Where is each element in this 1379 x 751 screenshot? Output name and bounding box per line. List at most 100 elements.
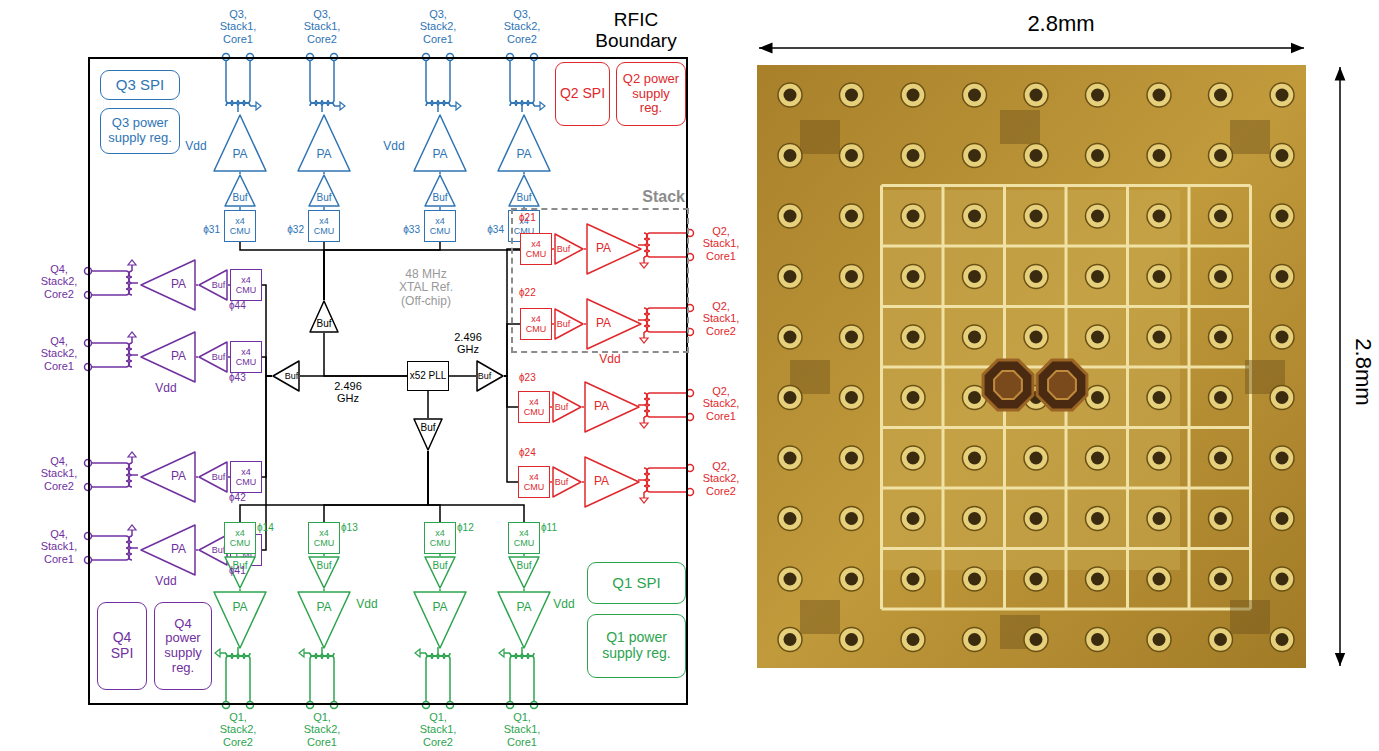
coil (126, 271, 129, 295)
signal-wire (552, 248, 554, 250)
pa-triangle: PA (413, 114, 467, 172)
cmu-box: x4 CMU (520, 233, 552, 265)
phase-label: ϕ21 (519, 212, 545, 223)
wire (131, 337, 133, 343)
wire (131, 457, 133, 463)
signal-wire (439, 589, 441, 591)
port-label: Q2, Stack1, Core2 (698, 300, 744, 337)
signal-wire (584, 248, 586, 250)
wire (92, 462, 126, 464)
block-text: x52 PLL (410, 370, 447, 381)
die-pad (840, 83, 864, 107)
cmu-box: x4 CMU (230, 341, 262, 373)
label-holder: Vdd (381, 140, 407, 153)
signal-wire (439, 172, 441, 174)
die-pad (1024, 83, 1048, 107)
triangle-outline (555, 309, 583, 339)
die-pad (845, 331, 858, 344)
die-pad (1153, 512, 1166, 525)
wire (638, 319, 644, 321)
wire (643, 492, 645, 498)
triangle-outline (498, 115, 550, 171)
die-pad (968, 452, 981, 465)
label-holder: ϕ31 (198, 224, 220, 235)
ground-symbol (128, 452, 136, 457)
wire (249, 61, 251, 100)
die-pad (1030, 89, 1043, 102)
terminal-pad (247, 702, 254, 709)
die-pad (907, 331, 920, 344)
die-pad (1214, 391, 1227, 404)
buffer-triangle: Buf (198, 341, 228, 373)
die-pad (1153, 149, 1166, 162)
block-text: Q2 power supply reg. (620, 72, 682, 116)
buffer-triangle: Buf (309, 300, 339, 333)
die-pad (963, 265, 987, 289)
block-text: x4 CMU (232, 347, 260, 367)
die-pad (968, 573, 981, 586)
triangle-text: PA (232, 148, 247, 161)
signal-wire (324, 451, 428, 522)
label-holder: ϕ43 (229, 372, 255, 383)
die-pad (1214, 573, 1227, 586)
label-holder: ϕ11 (541, 522, 567, 533)
die-inductor (1037, 360, 1087, 410)
signal-wire (504, 376, 518, 482)
transformer-symbol (638, 390, 694, 429)
triangle-text: Buf (316, 192, 331, 203)
die-pad (1270, 446, 1294, 470)
wire (132, 282, 138, 284)
die-pad (901, 265, 925, 289)
coil (226, 656, 250, 659)
pa-triangle: PA (140, 524, 196, 576)
die-pad (1086, 265, 1110, 289)
wire (521, 106, 523, 112)
triangle-text: Buf (478, 371, 492, 381)
triangle-outline (309, 557, 339, 588)
triangle-outline (309, 175, 339, 206)
die-pad (1086, 507, 1110, 531)
ground-symbol (640, 338, 648, 343)
label-holder: ϕ44 (229, 300, 255, 311)
wire (334, 105, 340, 107)
triangle-outline (213, 591, 267, 649)
triangle-outline (141, 452, 195, 502)
die-pad (1270, 325, 1294, 349)
die-pad (1209, 507, 1233, 531)
transformer-symbol (423, 54, 462, 113)
phase-label: ϕ41 (229, 565, 255, 576)
label-holder: ϕ42 (229, 492, 255, 503)
port-label: Q1, Stack2, Core1 (298, 711, 346, 748)
buffer-triangle: Buf (198, 461, 228, 493)
die-pad (784, 149, 797, 162)
triangle-outline (498, 592, 550, 648)
die-pad (901, 386, 925, 410)
die-pad (901, 325, 925, 349)
triangle-text: PA (171, 543, 186, 556)
triangle-text: Buf (316, 560, 331, 571)
signal-wire (323, 554, 325, 556)
die-metal-line (882, 547, 1251, 550)
label-holder: ϕ23 (519, 372, 545, 383)
triangle-outline (584, 456, 640, 508)
die-pad (1147, 83, 1171, 107)
phase-label: ϕ24 (519, 447, 545, 458)
triangle-text: PA (432, 148, 447, 161)
terminal-pad (223, 702, 230, 709)
wire (321, 106, 323, 112)
supply-label: Vdd (551, 598, 577, 611)
triangle-outline (310, 301, 338, 332)
transformer-symbol (499, 647, 538, 709)
spi-block: Q4 SPI (97, 602, 147, 690)
label-holder: ϕ32 (282, 224, 304, 235)
triangle-outline (141, 332, 195, 382)
label-holder: Q1, Stack2, Core2 (214, 711, 262, 748)
die-pad (1209, 325, 1233, 349)
die-pad (1209, 144, 1233, 168)
die-pad (1030, 149, 1043, 162)
die-pad (845, 89, 858, 102)
wire (509, 61, 511, 100)
triangle-outline (555, 234, 583, 264)
transformer-symbol (223, 54, 262, 113)
